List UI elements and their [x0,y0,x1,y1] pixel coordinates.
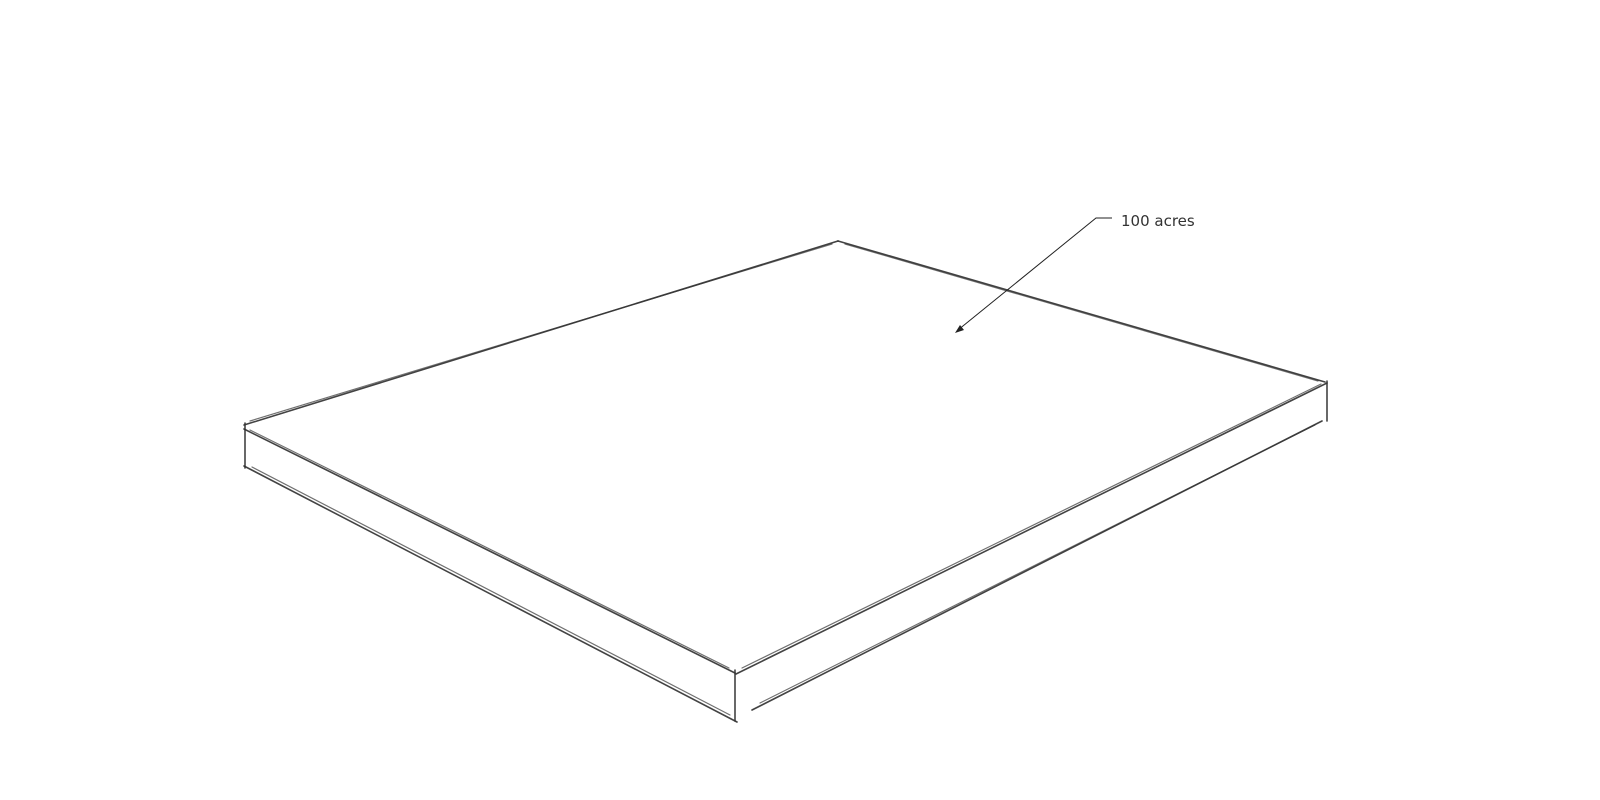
slab-top-front-left-edge [243,428,736,674]
slab-top-back-right-edge-retrace [844,243,1319,382]
callout-leader-line [957,217,1112,331]
slab-top-front-left-edge-retrace [249,429,730,669]
slab-bottom-left-edge [243,465,738,723]
area-label: 100 acres [1121,212,1195,230]
area-callout: 100 acres [955,212,1195,333]
land-slab [243,240,1328,723]
slab-top-back-right-edge [837,240,1326,383]
slab-top-front-right-edge [735,382,1328,675]
slab-bottom-left-edge-retrace [251,466,731,716]
slab-bottom-right-edge-retrace [759,424,1316,704]
slab-top-front-right-edge-retrace [741,383,1322,669]
callout-arrowhead [955,325,964,333]
slab-top-back-left-edge-retrace [249,243,833,422]
